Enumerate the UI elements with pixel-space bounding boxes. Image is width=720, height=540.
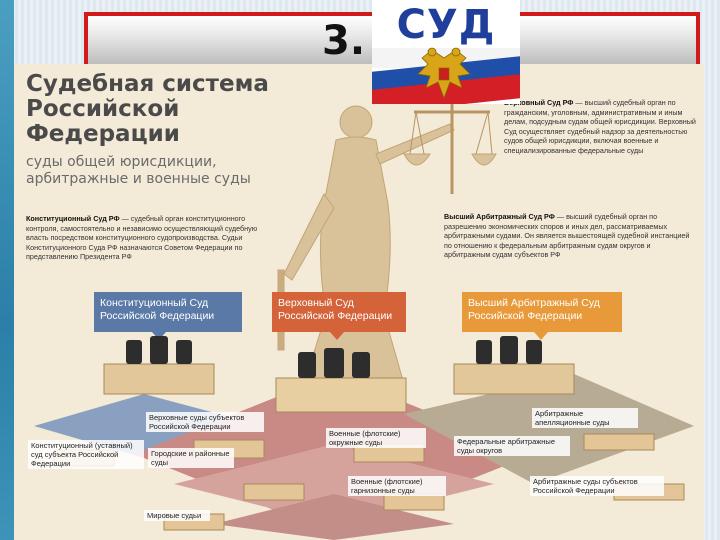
double-headed-eagle-icon xyxy=(417,47,471,100)
arbitration-court-description: Высший Арбитражный Суд РФ — высший судеб… xyxy=(444,212,696,260)
arbitration-court-name: Высший Арбитражный Суд РФ xyxy=(444,212,555,221)
arbitration-appeal-desk xyxy=(583,433,655,451)
emblem-label: СУД xyxy=(396,2,496,48)
constitutional-subject-court-label: Конституционный (уставный) суд субъекта … xyxy=(28,440,144,469)
judge-chair-icon xyxy=(298,352,316,378)
city-district-courts-label: Городские и районные суды xyxy=(148,448,234,468)
constitutional-court-desk xyxy=(103,363,215,395)
military-garrison-desk xyxy=(383,493,445,511)
slide-title-number: 3. xyxy=(322,18,366,64)
judge-chair-icon xyxy=(176,340,192,364)
arbitration-court-text: — высший судебный орган по разрешению эк… xyxy=(444,212,690,260)
arbitration-branch-platform xyxy=(404,374,694,484)
supreme-court-pointer xyxy=(330,332,344,340)
city-district-desk xyxy=(243,483,305,501)
military-garrison-courts-label: Военные (флотские) гарнизонные суды xyxy=(348,476,446,496)
magistrate-judges-label: Мировые судьи xyxy=(144,510,210,521)
arbitration-subject-courts-label: Арбитражные суды субъектов Российской Фе… xyxy=(530,476,664,496)
infographic-subheading: суды общей юрисдикции, арбитражные и вое… xyxy=(26,154,251,187)
judge-chair-icon xyxy=(476,340,492,364)
regional-supreme-courts-label: Верховные суды субъектов Российской Феде… xyxy=(146,412,264,432)
constitutional-court-name: Конституционный Суд РФ xyxy=(26,214,120,223)
supreme-court-description: Верховный Суд РФ — высший судебный орган… xyxy=(504,98,696,156)
judge-chair-icon xyxy=(324,348,344,378)
arbitration-court-label: Высший Арбитражный Суд Российской Федера… xyxy=(462,292,622,332)
judge-chair-icon xyxy=(126,340,142,364)
infographic-heading: Судебная система Российской Федерации xyxy=(26,71,269,147)
left-accent-band xyxy=(0,0,14,540)
court-emblem: СУД xyxy=(372,0,520,104)
military-district-courts-label: Военные (флотские) окружные суды xyxy=(326,428,426,448)
arbitration-court-desk xyxy=(453,363,575,395)
federal-arbitration-district-courts-label: Федеральные арбитражные суды округов xyxy=(454,436,570,456)
arbitration-court-pointer xyxy=(534,332,548,340)
arbitration-appeal-courts-label: Арбитражные апелляционные суды xyxy=(532,408,638,428)
judge-chair-icon xyxy=(500,336,518,364)
constitutional-court-description: Конституционный Суд РФ — судебный орган … xyxy=(26,214,278,262)
judge-chair-icon xyxy=(150,336,168,364)
supreme-court-label: Верховный Суд Российской Федерации xyxy=(272,292,406,332)
judge-chair-icon xyxy=(352,352,370,378)
supreme-court-desk xyxy=(275,377,407,413)
constitutional-court-text: — судебный орган конституционного контро… xyxy=(26,214,258,262)
judge-chair-icon xyxy=(526,340,542,364)
judicial-system-infographic: Судебная система Российской Федерации су… xyxy=(14,64,704,540)
supreme-court-text: — высший судебный орган по гражданским, … xyxy=(504,98,696,155)
supreme-court-name: Верховный Суд РФ xyxy=(504,98,574,107)
lower-platform-2 xyxy=(214,494,454,540)
constitutional-court-label: Конституционный Суд Российской Федерации xyxy=(94,292,242,332)
